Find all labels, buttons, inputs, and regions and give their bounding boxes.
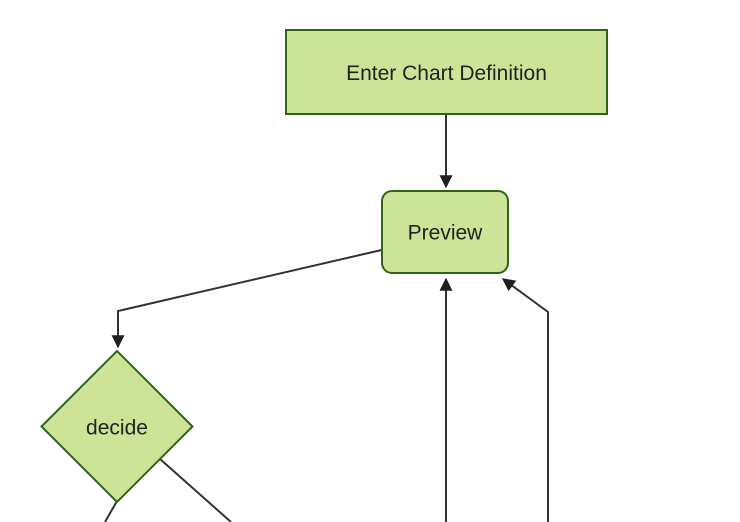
edge-offscreen-bottom-right-to-preview bbox=[501, 278, 549, 522]
edge-decide-to-offscreen-bottom-right bbox=[159, 458, 232, 522]
node-decide: decide bbox=[40, 349, 194, 504]
decide-diamond bbox=[40, 349, 194, 504]
decide-label: decide bbox=[86, 416, 148, 439]
node-preview: Preview bbox=[381, 190, 509, 274]
enter-chart-definition-label: Enter Chart Definition bbox=[346, 62, 547, 85]
node-enter-chart-definition: Enter Chart Definition bbox=[285, 29, 608, 115]
preview-label: Preview bbox=[408, 221, 484, 244]
edge-preview-to-decide bbox=[111, 249, 382, 349]
edge-decide-to-offscreen-bottom-left bbox=[104, 500, 118, 522]
enter-chart-definition-box bbox=[285, 29, 608, 115]
preview-box bbox=[381, 190, 509, 274]
